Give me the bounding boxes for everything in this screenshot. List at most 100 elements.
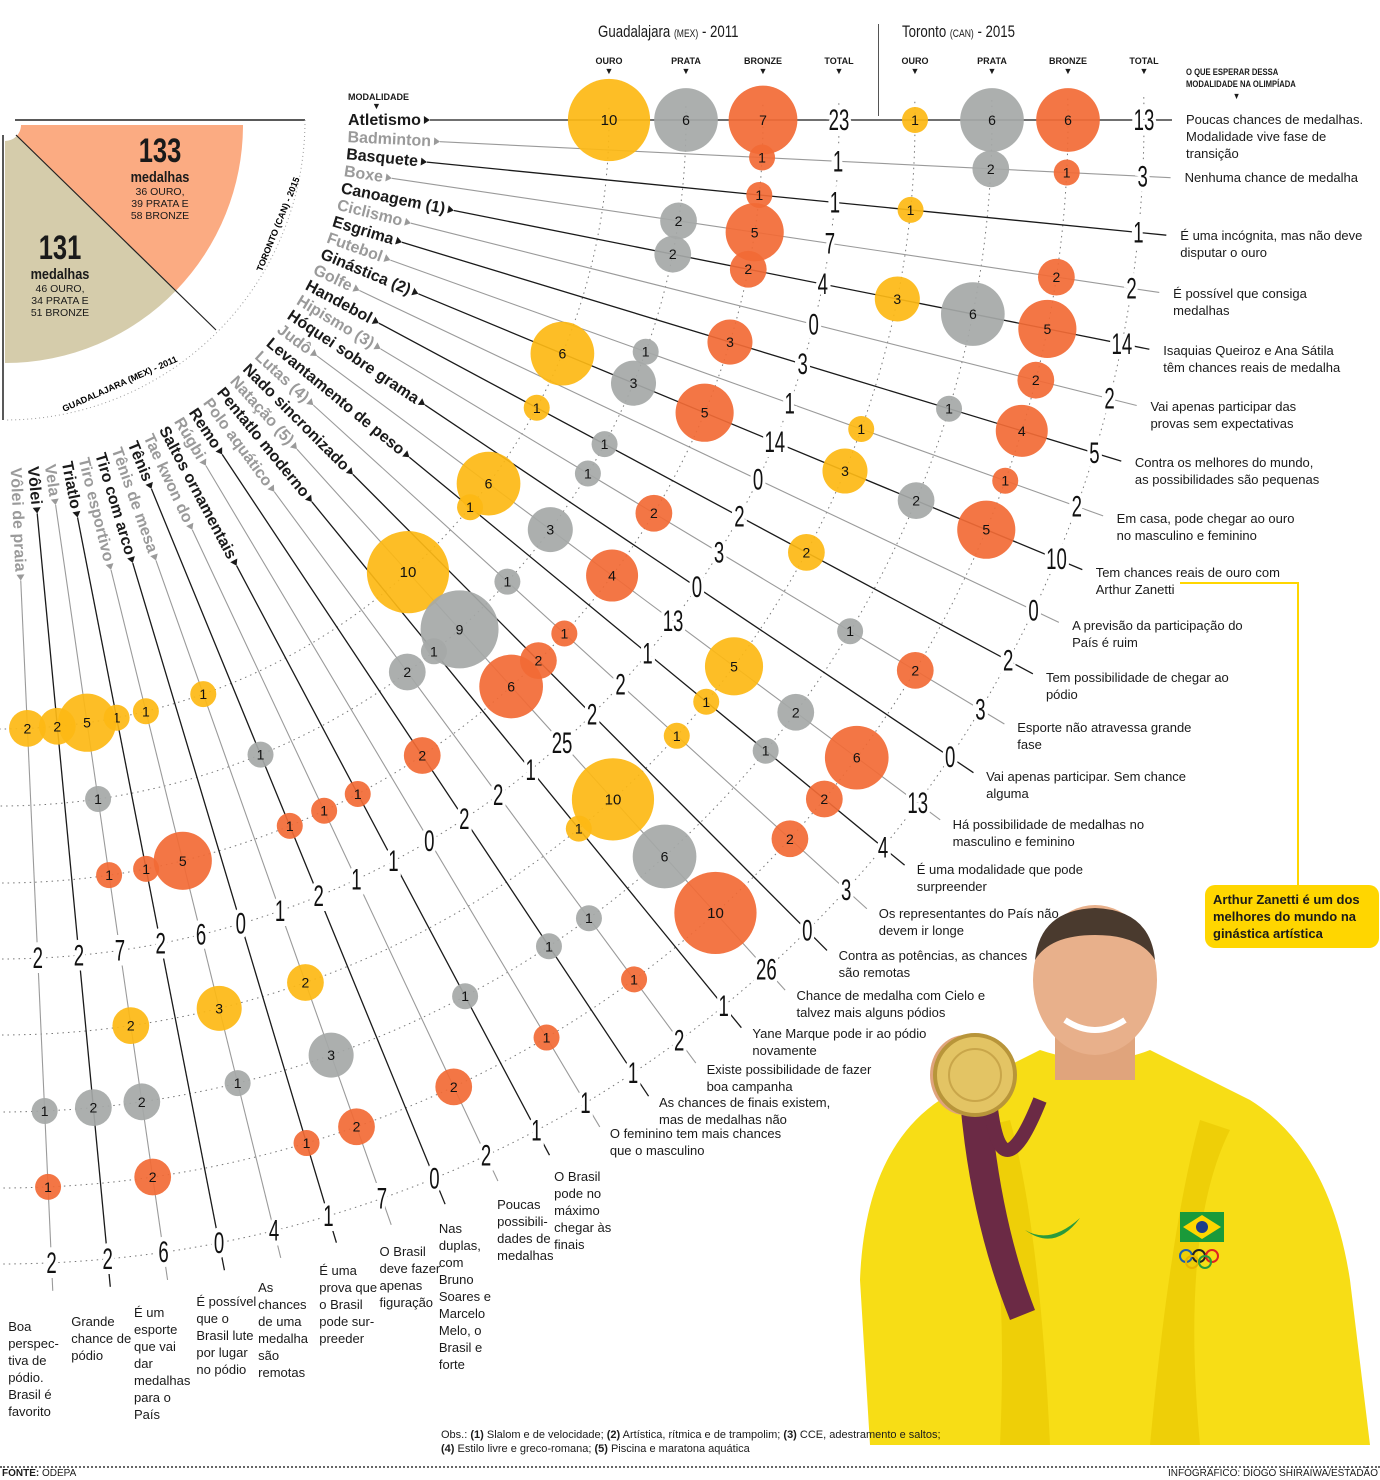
source-label: FONTE: (2, 1468, 40, 1479)
arrow-right-icon (433, 137, 441, 146)
bubble-2011-bronze (551, 620, 578, 647)
sport-comment: O Brasil deve fazer apenas figuração (379, 1243, 441, 1310)
arrow-right-icon (186, 522, 194, 530)
sport-line (150, 488, 446, 1205)
bubble-2015-gold (788, 533, 825, 571)
bubble-2011-silver (388, 653, 426, 691)
guadalajara-total: 131 (38, 229, 82, 267)
total-2011: 0 (424, 824, 434, 858)
sport-comment: Há possibilidade de medalhas no masculin… (952, 816, 1145, 849)
toronto-summary: 133 medalhas 36 OURO, 39 PRATA E 58 BRON… (100, 133, 220, 222)
total-2011: 14 (764, 425, 785, 459)
note-key: (4) (441, 1443, 455, 1455)
arrow-right-icon (72, 510, 81, 518)
bubble-value: 5 (751, 224, 759, 240)
bubble-value: 2 (987, 161, 995, 177)
total-2011: 2 (734, 500, 744, 534)
sport-comment: As chances de uma medalha são remotas (258, 1280, 309, 1381)
total-2011: 1 (833, 145, 843, 179)
edition-divider (878, 24, 879, 116)
bubble-value: 10 (605, 791, 622, 808)
bubble-value: 1 (543, 1030, 551, 1046)
arrow-right-icon (150, 553, 158, 561)
toronto-total: 133 (138, 132, 182, 170)
bubble-2015-bronze (435, 1068, 473, 1106)
bubble-2015-gold (902, 107, 928, 133)
bubble-2011-bronze (729, 250, 767, 288)
sport-comment: Os representantes do País não devem ir l… (878, 906, 1059, 939)
bubble-2015-silver (752, 737, 779, 764)
arrow-down-icon: ▼ (372, 101, 381, 111)
bubble-2011-bronze (153, 831, 212, 890)
bubble-2011-silver (247, 741, 274, 768)
edition-2015-city: Toronto (902, 22, 947, 41)
note-key: (3) (783, 1429, 797, 1441)
modalidade-header: MODALIDADE ▼ (348, 92, 409, 111)
sport-comment: O Brasil pode no máximo chegar às finais (554, 1169, 612, 1253)
bubble-value: 1 (758, 150, 766, 166)
bubble-2011-bronze (675, 383, 734, 442)
bubble-2011-gold (38, 707, 76, 745)
bubble-value: 1 (673, 728, 681, 744)
arrow-down-icon: ▼ (834, 66, 844, 76)
expectation-header: O QUE ESPERAR DESSA MODALIDADE NA OLIMPÍ… (1186, 66, 1296, 102)
bubble-value: 5 (179, 853, 187, 869)
total-2015: 1 (628, 1056, 638, 1090)
bubble-value: 1 (630, 971, 638, 987)
bubble-2015-bronze (1036, 88, 1100, 152)
sport-line (55, 504, 169, 1281)
bubble-2015-silver (837, 618, 864, 645)
total-2011: 1 (388, 845, 398, 879)
arrow-right-icon (345, 467, 353, 475)
bubble-2011-bronze (635, 494, 673, 532)
edition-2015-country: (CAN) (949, 28, 974, 40)
bubble-2015-bronze (992, 467, 1019, 494)
athlete-photo (860, 905, 1370, 1445)
sport-line (439, 141, 1171, 179)
total-2011: 23 (829, 104, 850, 138)
pie-center (0, 109, 21, 141)
bubble-value: 2 (24, 720, 32, 736)
bubble-value: 2 (675, 213, 683, 229)
arrow-right-icon (404, 217, 411, 226)
bubble-2015-silver (224, 1070, 251, 1097)
bubble-value: 1 (945, 401, 953, 417)
bubble-value: 3 (893, 291, 901, 307)
total-2015: 2 (674, 1024, 684, 1058)
bubble-value: 1 (286, 818, 294, 834)
bubble-2015-bronze (824, 725, 889, 790)
total-2015: 10 (1046, 542, 1067, 576)
bubble-value: 2 (534, 653, 542, 669)
bubble-value: 1 (41, 1103, 49, 1119)
total-2011: 2 (459, 802, 469, 836)
bubble-2011-silver (85, 785, 112, 812)
bubble-value: 1 (907, 202, 915, 218)
bubble-value: 2 (127, 1018, 135, 1034)
sport-label: Atletismo (348, 112, 421, 129)
head (1033, 905, 1157, 1055)
column-label: TOTAL (1129, 56, 1159, 66)
column-header-total: TOTAL▼ (809, 56, 869, 76)
arrow-right-icon (230, 558, 238, 566)
bubble-value: 6 (1064, 112, 1072, 128)
bubble-2015-silver (74, 1089, 112, 1126)
bubble-2011-silver (632, 338, 659, 365)
arrow-right-icon (417, 398, 426, 405)
sport-comment: É uma prova que o Brasil pode sur-preede… (319, 1263, 378, 1347)
arrow-right-icon (352, 284, 360, 292)
total-2015: 2 (1072, 490, 1082, 524)
bubble-2011-bronze (707, 319, 753, 365)
toronto-unit: medalhas (130, 169, 190, 186)
bubble-2011-silver (494, 568, 521, 595)
toronto-gold: 36 OURO, (135, 186, 185, 198)
arrow-right-icon (145, 481, 153, 489)
bubble-2011-silver (654, 88, 718, 152)
total-2011: 1 (642, 637, 652, 671)
zanetti-callout: Arthur Zanetti é um dos melhores do mund… (1205, 885, 1379, 948)
bubble-value: 1 (585, 910, 593, 926)
sport-comment: Poucas possibili-dades de medalhas (497, 1196, 554, 1263)
source: FONTE: ODEPA (2, 1468, 76, 1479)
bubble-value: 5 (982, 522, 990, 538)
bubble-value: 1 (461, 988, 469, 1004)
